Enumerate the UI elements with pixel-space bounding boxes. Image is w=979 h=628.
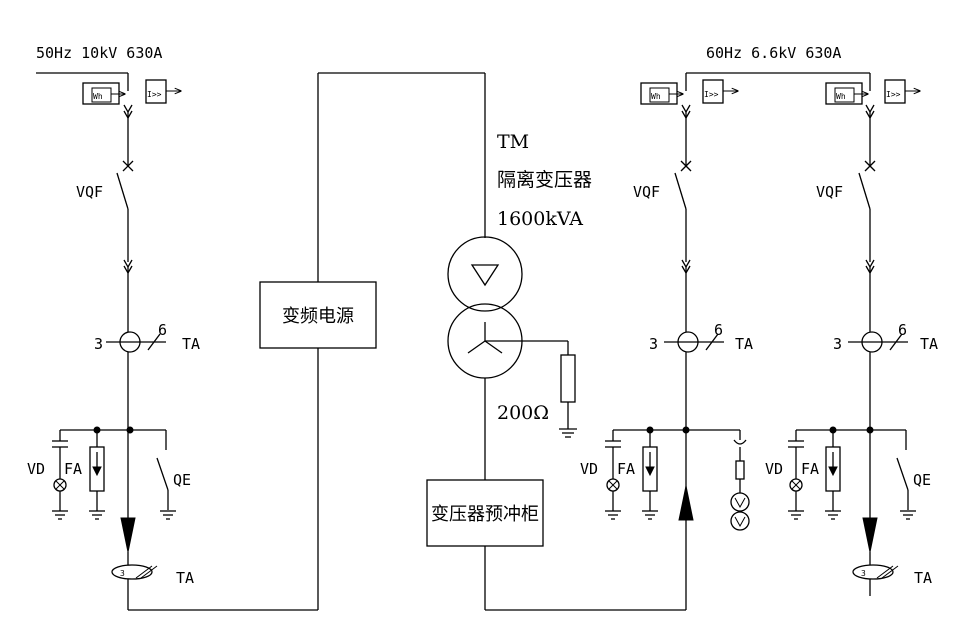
feeder2-fa-label: FA [801,460,819,478]
vfd-box [259,281,377,349]
feeder1-ct-right-label: 6 [714,321,723,339]
outgoing-feeder-1: Wh I>> VQF 3 6 TA [580,73,753,610]
feeder1-potential-transformer-icon [730,430,750,531]
svg-text:I>>: I>> [886,90,901,99]
outgoing-bus: 60Hz 6.6kV 630A [686,44,870,74]
feeder2-voltage-indicator-icon [788,430,804,520]
incoming-energy-meter: Wh [82,82,125,105]
feeder1-ct-left-label: 3 [649,335,658,353]
incoming-ct-right-label: 6 [158,321,167,339]
vfd-label: 变频电源 [282,306,354,327]
transformer-capacity: 1600kVA [497,208,583,230]
feeder2-surge-arrester-icon [825,430,841,520]
transformer-name: 隔离变压器 [497,169,592,191]
incoming-zero-sequence-ct-icon [111,564,158,580]
feeder1-cable-terminal-icon [678,485,694,521]
precharge-cabinet: 变压器预冲柜 [426,479,686,611]
resistor-ground-icon [559,428,577,438]
feeder1-breaker-icon [674,160,692,210]
svg-text:Wh: Wh [836,92,846,101]
delta-winding-icon [470,264,500,287]
wye-winding-icon [467,322,503,354]
svg-text:I>>: I>> [704,90,719,99]
neutral-grounding-resistor-icon [560,354,576,403]
feeder2-vd-label: VD [765,460,783,478]
feeder2-current-transformer-icon [848,331,908,353]
incoming-surge-arrester-icon [89,430,105,520]
incoming-cable-terminal-icon [120,517,136,553]
feeder1-voltage-indicator-icon [605,430,621,520]
feeder1-energy-meter: Wh [640,82,683,105]
incoming-breaker-label: VQF [76,183,103,201]
outgoing-rating-label: 60Hz 6.6kV 630A [706,44,841,62]
incoming-earthing-switch-icon [156,430,176,520]
incoming-upper-contact-icon [123,104,133,114]
incoming-vd-label: VD [27,460,45,478]
feeder2-energy-meter: Wh [825,82,868,105]
outgoing-feeder-2: Wh I>> VQF 3 6 TA [765,73,938,596]
incoming-ct-label: TA [182,335,200,353]
incoming-overcurrent-relay: I>> [145,79,181,104]
feeder2-ct-right-label: 6 [898,321,907,339]
incoming-zct-label: TA [176,569,194,587]
feeder1-ct-label: TA [735,335,753,353]
incoming-current-transformer-icon [106,331,166,353]
feeder1-fa-label: FA [617,460,635,478]
transformer-primary-winding-icon [447,236,523,312]
resistor-value-label: 200Ω [497,402,549,424]
precharge-box [426,479,544,547]
feeder1-vd-label: VD [580,460,598,478]
incoming-fa-label: FA [64,460,82,478]
feeder1-surge-arrester-icon [642,430,658,520]
feeder2-overcurrent-relay: I>> [884,79,920,104]
transformer-tag: TM [497,131,529,153]
feeder1-overcurrent-relay: I>> [702,79,738,104]
incoming-breaker-icon [116,160,134,210]
svg-text:Wh: Wh [651,92,661,101]
feeder2-breaker-icon [858,160,876,210]
svg-text:I>>: I>> [147,90,162,99]
feeder2-zct-label: TA [914,569,932,587]
incoming-voltage-indicator-icon [52,430,68,520]
feeder1-breaker-label: VQF [633,183,660,201]
feeder1-upper-contact-icon [681,104,691,114]
isolation-transformer: TM 隔离变压器 1600kVA 200Ω [447,131,592,480]
vfd-power-source: 变频电源 [259,72,486,349]
feeder2-zero-sequence-ct-icon [852,564,899,580]
precharge-label: 变压器预冲柜 [431,504,539,525]
feeder2-qe-label: QE [913,471,931,489]
feeder2-cable-terminal-icon [862,517,878,553]
feeder2-earthing-switch-icon [896,430,916,520]
feeder2-ct-label: TA [920,335,938,353]
svg-text:Wh: Wh [93,92,103,101]
feeder2-breaker-label: VQF [816,183,843,201]
incoming-qe-label: QE [173,471,191,489]
incoming-zct-number: 3 [120,569,125,578]
incoming-rating-label: 50Hz 10kV 630A [36,44,162,62]
incoming-ct-left-label: 3 [94,335,103,353]
incoming-feeder: 50Hz 10kV 630A Wh I>> VQF [27,44,319,611]
feeder2-upper-contact-icon [865,104,875,114]
feeder2-ct-left-label: 3 [833,335,842,353]
feeder1-current-transformer-icon [664,331,724,353]
feeder2-zct-number: 3 [861,569,866,578]
